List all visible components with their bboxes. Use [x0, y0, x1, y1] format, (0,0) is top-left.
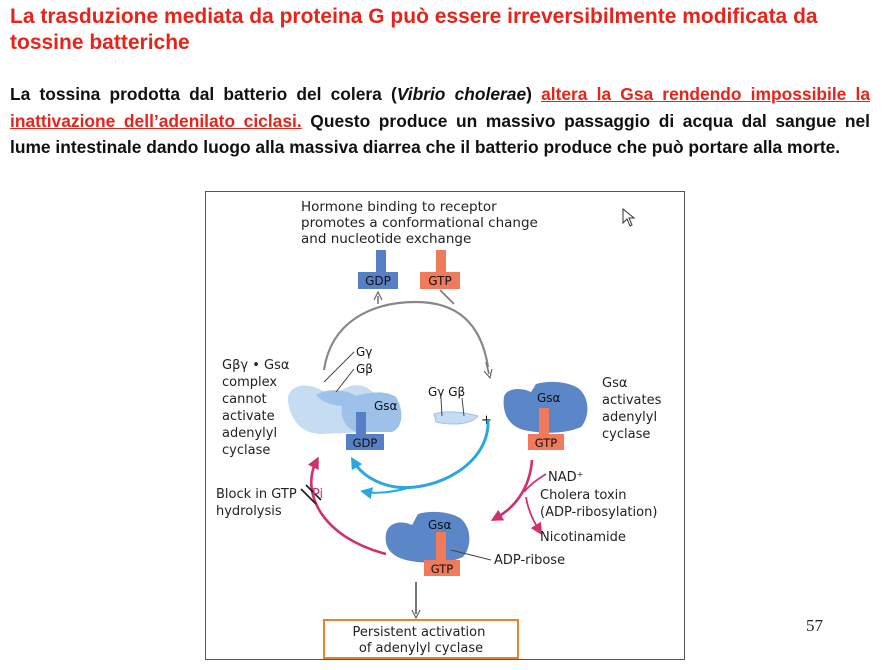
slide-paragraph: La tossina prodotta dal batterio del col…: [10, 81, 870, 161]
exchange-arrowhead: [486, 361, 489, 374]
persistent-label: Persistent activation of adenylyl cyclas…: [353, 625, 490, 656]
toxin-label: Cholera toxin (ADP-ribosylation): [540, 488, 657, 520]
persistent-line: of adenylyl cyclase: [359, 641, 483, 656]
nicotinamide-label: Nicotinamide: [540, 530, 626, 545]
middle-gamma-pointer: [440, 397, 443, 417]
top-caption-line: and nucleotide exchange: [301, 231, 471, 247]
toxin-arrow: [490, 459, 534, 521]
block-slash-1: [300, 488, 317, 505]
left-gamma-label: Gγ: [356, 345, 372, 359]
paragraph-highlight: altera la Gsa rendendo impossibile la in…: [10, 84, 871, 131]
bottom-complex: GTP Gsα: [385, 511, 470, 576]
adp-ribose-pointer: [450, 549, 492, 561]
nicotinamide-arrow: [525, 496, 543, 536]
right-caption-main: Gsα: [602, 376, 627, 391]
left-alpha-label: Gsα: [374, 399, 398, 413]
right-caption-line: activates: [602, 393, 662, 408]
top-gtp-label: GTP: [428, 274, 451, 288]
right-caption-line: adenylyl: [602, 410, 657, 425]
middle-beta-pointer: [461, 397, 465, 417]
slide-title: La trasduzione mediata da proteina G può…: [10, 5, 818, 54]
bottom-alpha-label: Gsα: [428, 518, 452, 532]
left-complex: GDP Gsα: [288, 385, 402, 450]
beta-pointer: [335, 368, 355, 393]
pi-label: Pi: [312, 487, 323, 502]
toxin-line: Cholera toxin: [540, 488, 627, 503]
toxin-line: (ADP-ribosylation): [540, 505, 657, 520]
left-caption-line: adenylyl: [222, 426, 277, 441]
bottom-gtp-label: GTP: [431, 562, 454, 576]
block-line: hydrolysis: [216, 504, 282, 519]
right-complex: GTP Gsα: [503, 381, 588, 450]
left-caption-line: cyclase: [222, 443, 270, 458]
mouse-pointer-icon: [622, 208, 636, 227]
top-caption: Hormone binding to receptor promotes a c…: [301, 199, 542, 247]
top-caption-line: Hormone binding to receptor: [301, 199, 497, 215]
blocked-return-arrow: [307, 456, 387, 556]
gamma-pointer: [323, 351, 355, 383]
left-caption-line: activate: [222, 409, 275, 424]
nad-arrow: [523, 473, 547, 493]
left-caption-line: cannot: [222, 392, 267, 407]
top-gdp-label: GDP: [365, 274, 391, 288]
paragraph-part1: La tossina prodotta dal batterio del col…: [10, 84, 397, 104]
block-line: Block in GTP: [216, 487, 297, 502]
middle-beta-gamma-shape: [433, 411, 479, 425]
paragraph-part2: ): [526, 84, 542, 104]
left-gdp-label: GDP: [353, 436, 378, 450]
block-slash-2: [305, 484, 322, 501]
middle-plus: +: [481, 413, 492, 428]
right-caption-line: cyclase: [602, 427, 650, 442]
middle-gamma-beta-label: Gγ Gβ: [428, 385, 465, 399]
g-protein-figure: Hormone binding to receptor promotes a c…: [205, 191, 685, 660]
left-beta-label: Gβ: [356, 362, 373, 376]
block-label: Block in GTP hydrolysis: [216, 487, 301, 519]
persistent-line: Persistent activation: [353, 625, 486, 640]
right-gtp-label: GTP: [535, 436, 558, 450]
page-number: 57: [806, 616, 823, 635]
persistent-box: [323, 619, 519, 659]
left-caption-line: complex: [222, 375, 277, 390]
paragraph-species: Vibrio cholerae: [396, 84, 527, 104]
top-gtp-block: GTP: [420, 250, 460, 289]
right-alpha-label: Gsα: [537, 391, 561, 405]
nad-label: NAD⁺: [548, 470, 584, 485]
exchange-arc: [322, 300, 490, 371]
left-complex-caption: Gβγ • Gsα complex cannot activate adenyl…: [222, 358, 294, 458]
gtp-binding-arrow: [439, 289, 455, 305]
figure-diagram: Hormone binding to receptor promotes a c…: [216, 199, 666, 659]
right-complex-caption: Gsα activates adenylyl cyclase: [602, 376, 666, 442]
paragraph-part3: Questo produce un massivo passaggio di a…: [10, 110, 870, 158]
top-caption-line: promotes a conformational change: [301, 215, 538, 231]
top-gdp-block: GDP: [358, 250, 398, 289]
left-caption-main: Gβγ • Gsα: [222, 358, 289, 373]
adp-ribose-label: ADP-ribose: [494, 553, 565, 568]
pi-release-arrow: [360, 486, 412, 500]
